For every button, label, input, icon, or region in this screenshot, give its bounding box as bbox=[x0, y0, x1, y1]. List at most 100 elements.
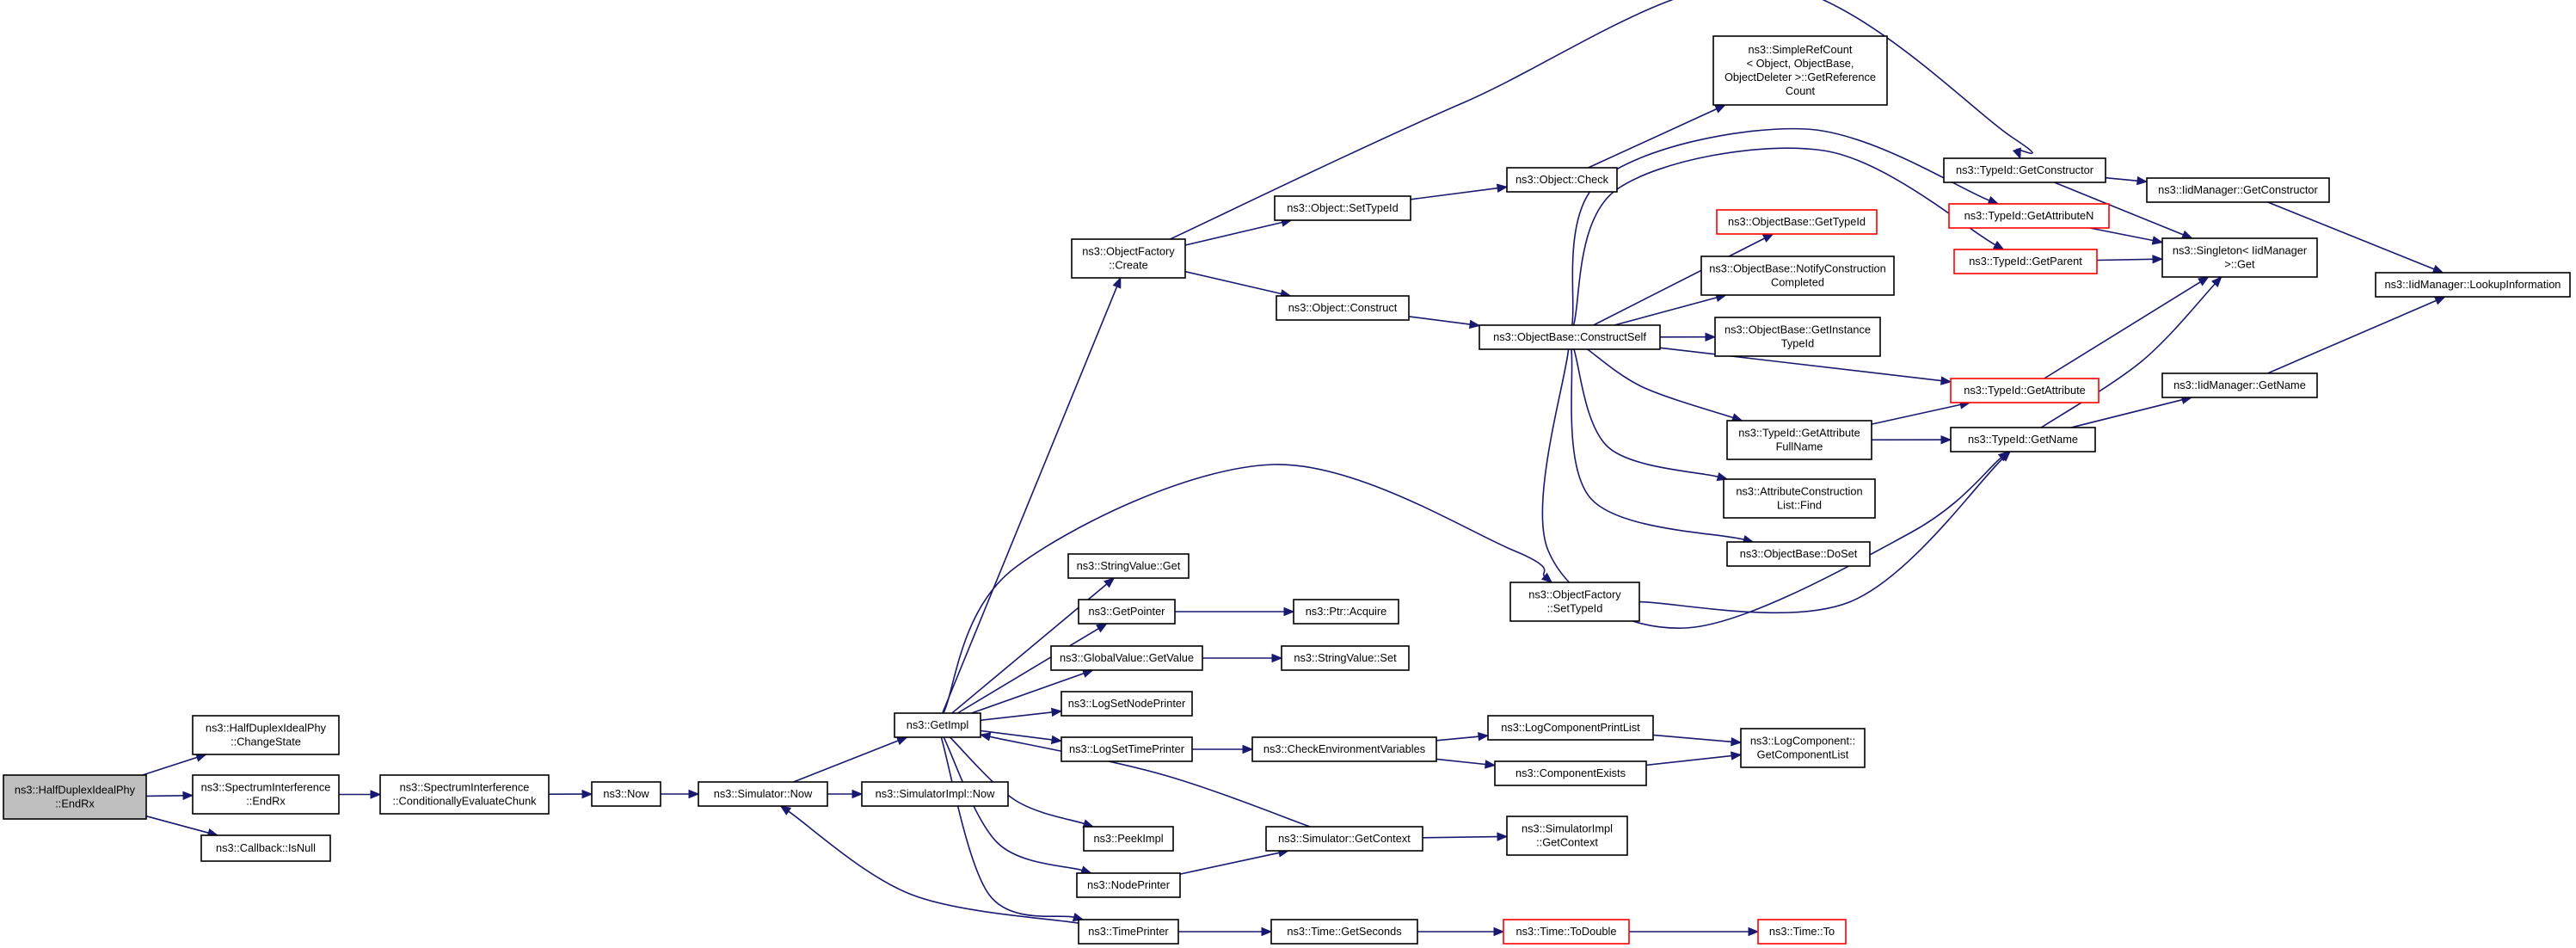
node-hdip_endrx[interactable]: ns3::HalfDuplexIdealPhy::EndRx bbox=[3, 774, 147, 820]
node-logsetnodeprinter[interactable]: ns3::LogSetNodePrinter bbox=[1061, 691, 1193, 717]
node-checkenv[interactable]: ns3::CheckEnvironmentVariables bbox=[1251, 736, 1437, 762]
node-tid_getattribute[interactable]: ns3::TypeId::GetAttribute bbox=[1950, 378, 2100, 403]
node-sim_now[interactable]: ns3::Simulator::Now bbox=[698, 781, 828, 807]
node-logcompprintlist[interactable]: ns3::LogComponentPrintList bbox=[1487, 715, 1654, 741]
node-of_create[interactable]: ns3::ObjectFactory::Create bbox=[1071, 238, 1186, 279]
node-box bbox=[2146, 177, 2330, 203]
node-box bbox=[1716, 209, 1878, 235]
arrowhead-sim_now-to-simimpl_now bbox=[851, 789, 864, 799]
node-tid_getattributen[interactable]: ns3::TypeId::GetAttributeN bbox=[1948, 203, 2110, 229]
node-sim_getcontext[interactable]: ns3::Simulator::GetContext bbox=[1265, 826, 1423, 852]
edge-obj_settypeid-to-obj_check bbox=[1410, 187, 1498, 200]
edge-ob_constructself-to-ob_notify bbox=[1614, 297, 1718, 326]
node-nodeprinter[interactable]: ns3::NodePrinter bbox=[1076, 872, 1181, 898]
edge-getimpl-to-logsettimeprinter bbox=[980, 729, 1053, 741]
node-box bbox=[1281, 645, 1410, 671]
arrowhead-getimpl-to-logsetnodeprinter bbox=[1051, 707, 1063, 717]
node-label-line: ns3::IidManager::LookupInformation bbox=[2385, 278, 2561, 291]
node-iidm_lookup[interactable]: ns3::IidManager::LookupInformation bbox=[2375, 272, 2571, 298]
node-componentexists[interactable]: ns3::ComponentExists bbox=[1494, 760, 1647, 786]
node-label-line: ns3::GlobalValue::GetValue bbox=[1060, 651, 1194, 664]
node-box bbox=[2161, 237, 2318, 278]
node-label-line: ns3::ObjectFactory bbox=[1082, 245, 1175, 258]
node-box bbox=[1740, 728, 1866, 768]
node-box bbox=[1726, 541, 1871, 567]
node-obj_check[interactable]: ns3::Object::Check bbox=[1506, 167, 1618, 193]
node-tid_getname[interactable]: ns3::TypeId::GetName bbox=[1950, 427, 2096, 452]
node-of_settypeid[interactable]: ns3::ObjectFactory::SetTypeId bbox=[1509, 582, 1640, 622]
arrowhead-sim_now-to-getimpl bbox=[895, 736, 908, 746]
node-tid_getparent[interactable]: ns3::TypeId::GetParent bbox=[1953, 249, 2098, 274]
node-time_to[interactable]: ns3::Time::To bbox=[1757, 919, 1847, 945]
node-label-line: ns3::HalfDuplexIdealPhy bbox=[15, 784, 136, 797]
nodes-layer: ns3::HalfDuplexIdealPhy::EndRxns3::HalfD… bbox=[3, 35, 2571, 945]
node-gv_getvalue[interactable]: ns3::GlobalValue::GetValue bbox=[1050, 645, 1203, 671]
node-sv_set[interactable]: ns3::StringValue::Set bbox=[1281, 645, 1410, 671]
node-simimpl_getcontext[interactable]: ns3::SimulatorImpl::GetContext bbox=[1506, 816, 1628, 856]
node-label-line: ::ChangeState bbox=[231, 736, 301, 748]
arrowhead-iidm_getconstructor-to-iidm_lookup bbox=[2432, 264, 2444, 274]
node-label-line: ::SetTypeId bbox=[1547, 602, 1603, 615]
arrowhead-logsettimeprinter-to-checkenv bbox=[1242, 744, 1254, 754]
edge-sim_getcontext-to-getimpl bbox=[989, 736, 1311, 828]
node-obj_settypeid[interactable]: ns3::Object::SetTypeId bbox=[1274, 195, 1411, 221]
node-ob_constructself[interactable]: ns3::ObjectBase::ConstructSelf bbox=[1479, 324, 1661, 350]
node-tid_getconstructor[interactable]: ns3::TypeId::GetConstructor bbox=[1943, 157, 2106, 183]
node-getimpl[interactable]: ns3::GetImpl bbox=[894, 712, 981, 738]
node-label-line: ns3::ObjectBase::GetTypeId bbox=[1728, 215, 1866, 228]
edge-of_create-to-obj_settypeid bbox=[1184, 221, 1282, 246]
edge-getimpl-to-logsetnodeprinter bbox=[980, 711, 1053, 722]
node-box bbox=[1950, 427, 2096, 452]
node-label-line: < Object, ObjectBase, bbox=[1747, 57, 1854, 70]
node-si_endrx[interactable]: ns3::SpectrumInterference::EndRx bbox=[192, 774, 340, 815]
edge-tid_getname-to-iidm_getname bbox=[2070, 398, 2183, 428]
node-singleton_get[interactable]: ns3::Singleton< IidManager>::Get bbox=[2161, 237, 2318, 278]
node-hdip_changestate[interactable]: ns3::HalfDuplexIdealPhy::ChangeState bbox=[192, 715, 340, 755]
node-simimpl_now[interactable]: ns3::SimulatorImpl::Now bbox=[861, 781, 1009, 807]
node-box bbox=[1061, 691, 1193, 717]
node-label-line: ns3::SimpleRefCount bbox=[1749, 43, 1853, 56]
node-box bbox=[2161, 372, 2318, 398]
edge-ob_constructself-to-acl_find bbox=[1573, 348, 1718, 477]
edge-ob_constructself-to-tid_getattributen bbox=[1571, 127, 1990, 326]
node-ptr_acquire[interactable]: ns3::Ptr::Acquire bbox=[1293, 599, 1399, 625]
node-simplerefcount[interactable]: ns3::SimpleRefCount< Object, ObjectBase,… bbox=[1712, 35, 1888, 106]
node-sv_get[interactable]: ns3::StringValue::Get bbox=[1067, 553, 1190, 579]
arrowhead-now-to-sim_now bbox=[688, 789, 700, 799]
node-time_getseconds[interactable]: ns3::Time::GetSeconds bbox=[1270, 919, 1418, 945]
node-iidm_getname[interactable]: ns3::IidManager::GetName bbox=[2161, 372, 2318, 398]
node-obj_construct[interactable]: ns3::Object::Construct bbox=[1276, 295, 1410, 321]
node-timeprinter[interactable]: ns3::TimePrinter bbox=[1078, 919, 1179, 945]
arrowhead-timeprinter-to-time_getseconds bbox=[1261, 926, 1273, 937]
node-label-line: ObjectDeleter >::GetReference bbox=[1725, 71, 1876, 83]
node-label-line: ::EndRx bbox=[55, 797, 95, 810]
node-label-line: ns3::Callback::IsNull bbox=[216, 841, 316, 854]
node-peekimpl[interactable]: ns3::PeekImpl bbox=[1083, 826, 1174, 852]
node-label-line: TypeId bbox=[1781, 337, 1814, 350]
arrowhead-timeprinter-to-sim_now bbox=[779, 805, 792, 816]
node-label-line: ns3::Simulator::Now bbox=[714, 787, 813, 800]
node-time_todouble[interactable]: ns3::Time::ToDouble bbox=[1503, 919, 1630, 945]
node-logcomp_getlist[interactable]: ns3::LogComponent::GetComponentList bbox=[1740, 728, 1866, 768]
arrowhead-obj_construct-to-ob_constructself bbox=[1468, 319, 1481, 329]
node-label-line: ns3::SimulatorImpl bbox=[1522, 822, 1613, 835]
node-box bbox=[1487, 715, 1654, 741]
node-ob_gettypeid[interactable]: ns3::ObjectBase::GetTypeId bbox=[1716, 209, 1878, 235]
edge-tid_getname-to-singleton_get bbox=[2040, 283, 2216, 428]
node-now[interactable]: ns3::Now bbox=[591, 781, 661, 807]
node-label-line: GetComponentList bbox=[1757, 748, 1849, 761]
node-iidm_getconstructor[interactable]: ns3::IidManager::GetConstructor bbox=[2146, 177, 2330, 203]
node-ob_doset[interactable]: ns3::ObjectBase::DoSet bbox=[1726, 541, 1871, 567]
node-getpointer[interactable]: ns3::GetPointer bbox=[1078, 599, 1176, 625]
node-box bbox=[1078, 919, 1179, 945]
node-logsettimeprinter[interactable]: ns3::LogSetTimePrinter bbox=[1061, 736, 1193, 762]
node-cb_isnull[interactable]: ns3::Callback::IsNull bbox=[200, 834, 331, 862]
node-ob_notify[interactable]: ns3::ObjectBase::NotifyConstructionCompl… bbox=[1700, 255, 1895, 296]
node-label-line: ns3::IidManager::GetName bbox=[2173, 379, 2306, 391]
node-si_cec[interactable]: ns3::SpectrumInterference::Conditionally… bbox=[379, 774, 550, 815]
arrowhead-of_create-to-tid_getconstructor bbox=[2012, 147, 2021, 160]
node-box bbox=[2375, 272, 2571, 298]
